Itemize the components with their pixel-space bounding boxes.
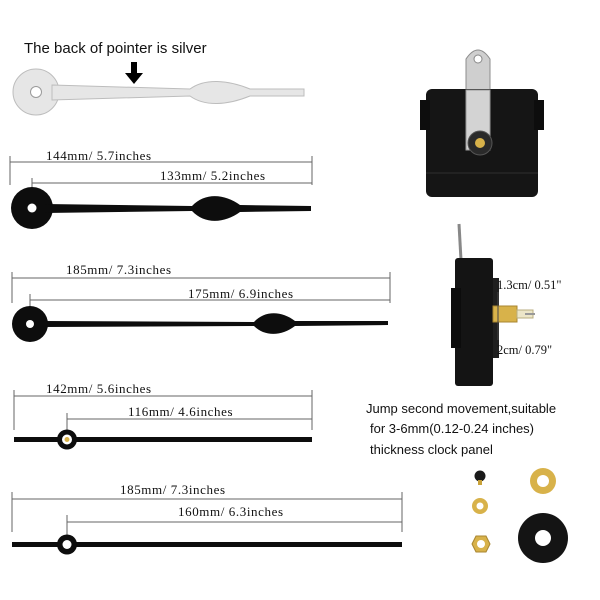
hand3-second-hand: [14, 429, 312, 450]
hand3-dimension-lines: [13, 390, 313, 435]
hanger-hook: [465, 49, 491, 91]
hand3-inner-label: 116mm/ 4.6inches: [128, 404, 234, 419]
large-washer: [530, 468, 556, 494]
hand2-hour-hand: [12, 306, 388, 342]
hand2-dimension-lines: [11, 272, 391, 308]
total-depth-label: 2cm/ 0.79": [497, 343, 553, 357]
silver-hand-back: [12, 68, 305, 116]
hand4-inner-label: 160mm/ 6.3inches: [178, 504, 284, 519]
rubber-gasket: [518, 513, 568, 563]
hand3-outer-label: 142mm/ 5.6inches: [46, 381, 152, 396]
nut: [471, 535, 491, 553]
hand2-outer-label: 185mm/ 7.3inches: [66, 262, 172, 277]
hand2-inner-label: 175mm/ 6.9inches: [188, 286, 294, 301]
movement-measure-ticks: [497, 292, 499, 340]
hand4-second-hand: [12, 534, 402, 555]
hand4-outer-label: 185mm/ 7.3inches: [120, 482, 226, 497]
hand4-dimension-lines: [11, 492, 403, 537]
shaft-length-label: 1.3cm/ 0.51": [497, 278, 562, 292]
accessories: [471, 468, 568, 563]
movement-description-line-3: thickness clock panel: [370, 442, 493, 457]
movement-side-view: [451, 223, 535, 386]
hand1-minute-hand: [11, 187, 311, 229]
movement-description-line-2: for 3-6mm(0.12-0.24 inches): [370, 421, 535, 436]
hand1-inner-label: 133mm/ 5.2inches: [160, 168, 266, 183]
center-cap: [474, 470, 486, 485]
washer: [472, 498, 488, 514]
hand1-outer-label: 144mm/ 5.7inches: [46, 148, 152, 163]
movement-front-view: [420, 49, 544, 197]
movement-description-line-1: Jump second movement,suitable: [366, 401, 557, 416]
down-arrow-icon: [125, 62, 143, 84]
silver-back-caption: The back of pointer is silver: [24, 40, 207, 57]
